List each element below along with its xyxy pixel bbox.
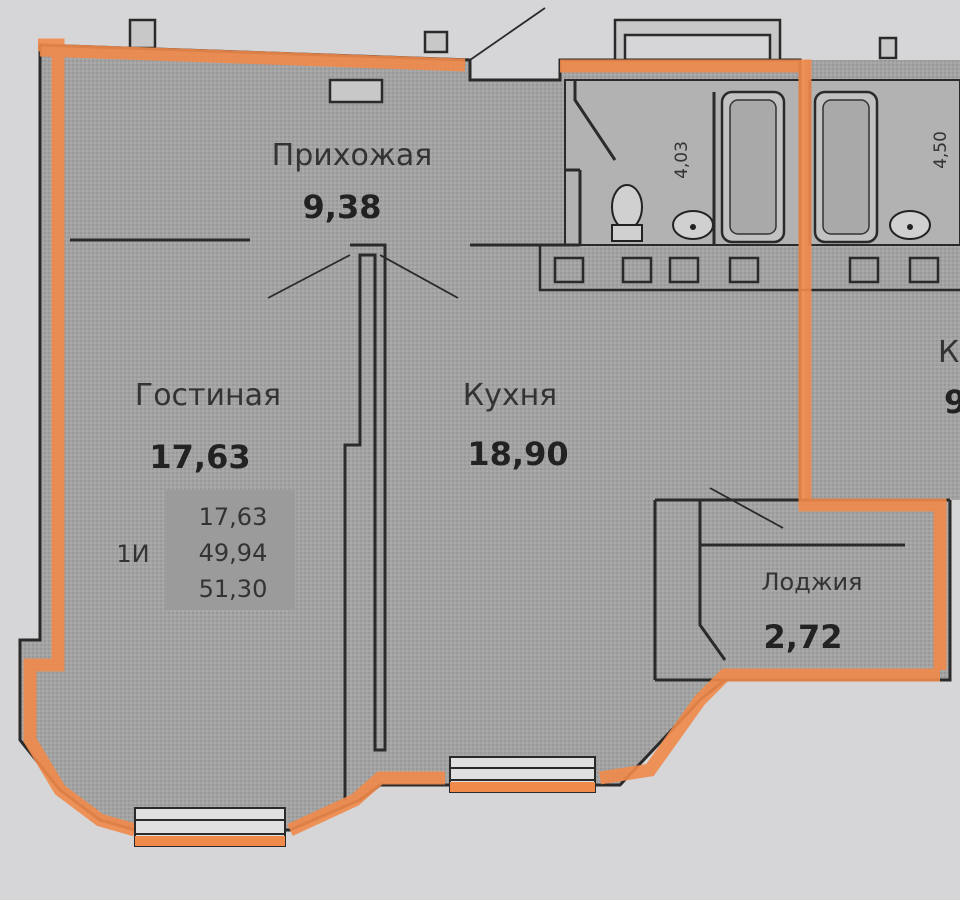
accent-walls xyxy=(23,38,947,837)
room-area-hallway: 9,38 xyxy=(303,188,382,226)
window-living-accent xyxy=(135,836,285,846)
summary-total-with-loggia: 51,30 xyxy=(199,575,268,603)
window-kitchen-accent xyxy=(450,782,595,792)
apartment-type: 1И xyxy=(116,540,149,568)
room-area-loggia: 2,72 xyxy=(764,618,843,656)
bathtub-1-inner xyxy=(729,99,777,235)
room-area-bath2: 4,50 xyxy=(931,131,951,169)
sink-icon-2 xyxy=(889,210,931,240)
room-area-kitchen: 18,90 xyxy=(467,435,568,473)
summary-box xyxy=(165,490,295,610)
room-name-neighbor: К xyxy=(938,335,959,370)
room-area-bath1: 4,03 xyxy=(672,141,692,179)
room-area-neighbor: 9 xyxy=(944,383,960,421)
room-name-loggia: Лоджия xyxy=(762,568,863,596)
bathtub-2-inner xyxy=(822,99,870,235)
toilet-icon xyxy=(611,184,643,242)
room-name-kitchen: Кухня xyxy=(463,378,557,413)
summary-living-area: 17,63 xyxy=(199,503,268,531)
sink-icon xyxy=(672,210,714,240)
room-area-living: 17,63 xyxy=(149,438,250,476)
room-name-hallway: Прихожая xyxy=(272,138,433,173)
entrance-details xyxy=(128,18,898,104)
summary-total-area: 49,94 xyxy=(199,539,268,567)
room-name-living: Гостиная xyxy=(135,378,281,413)
door-swings xyxy=(267,7,784,529)
